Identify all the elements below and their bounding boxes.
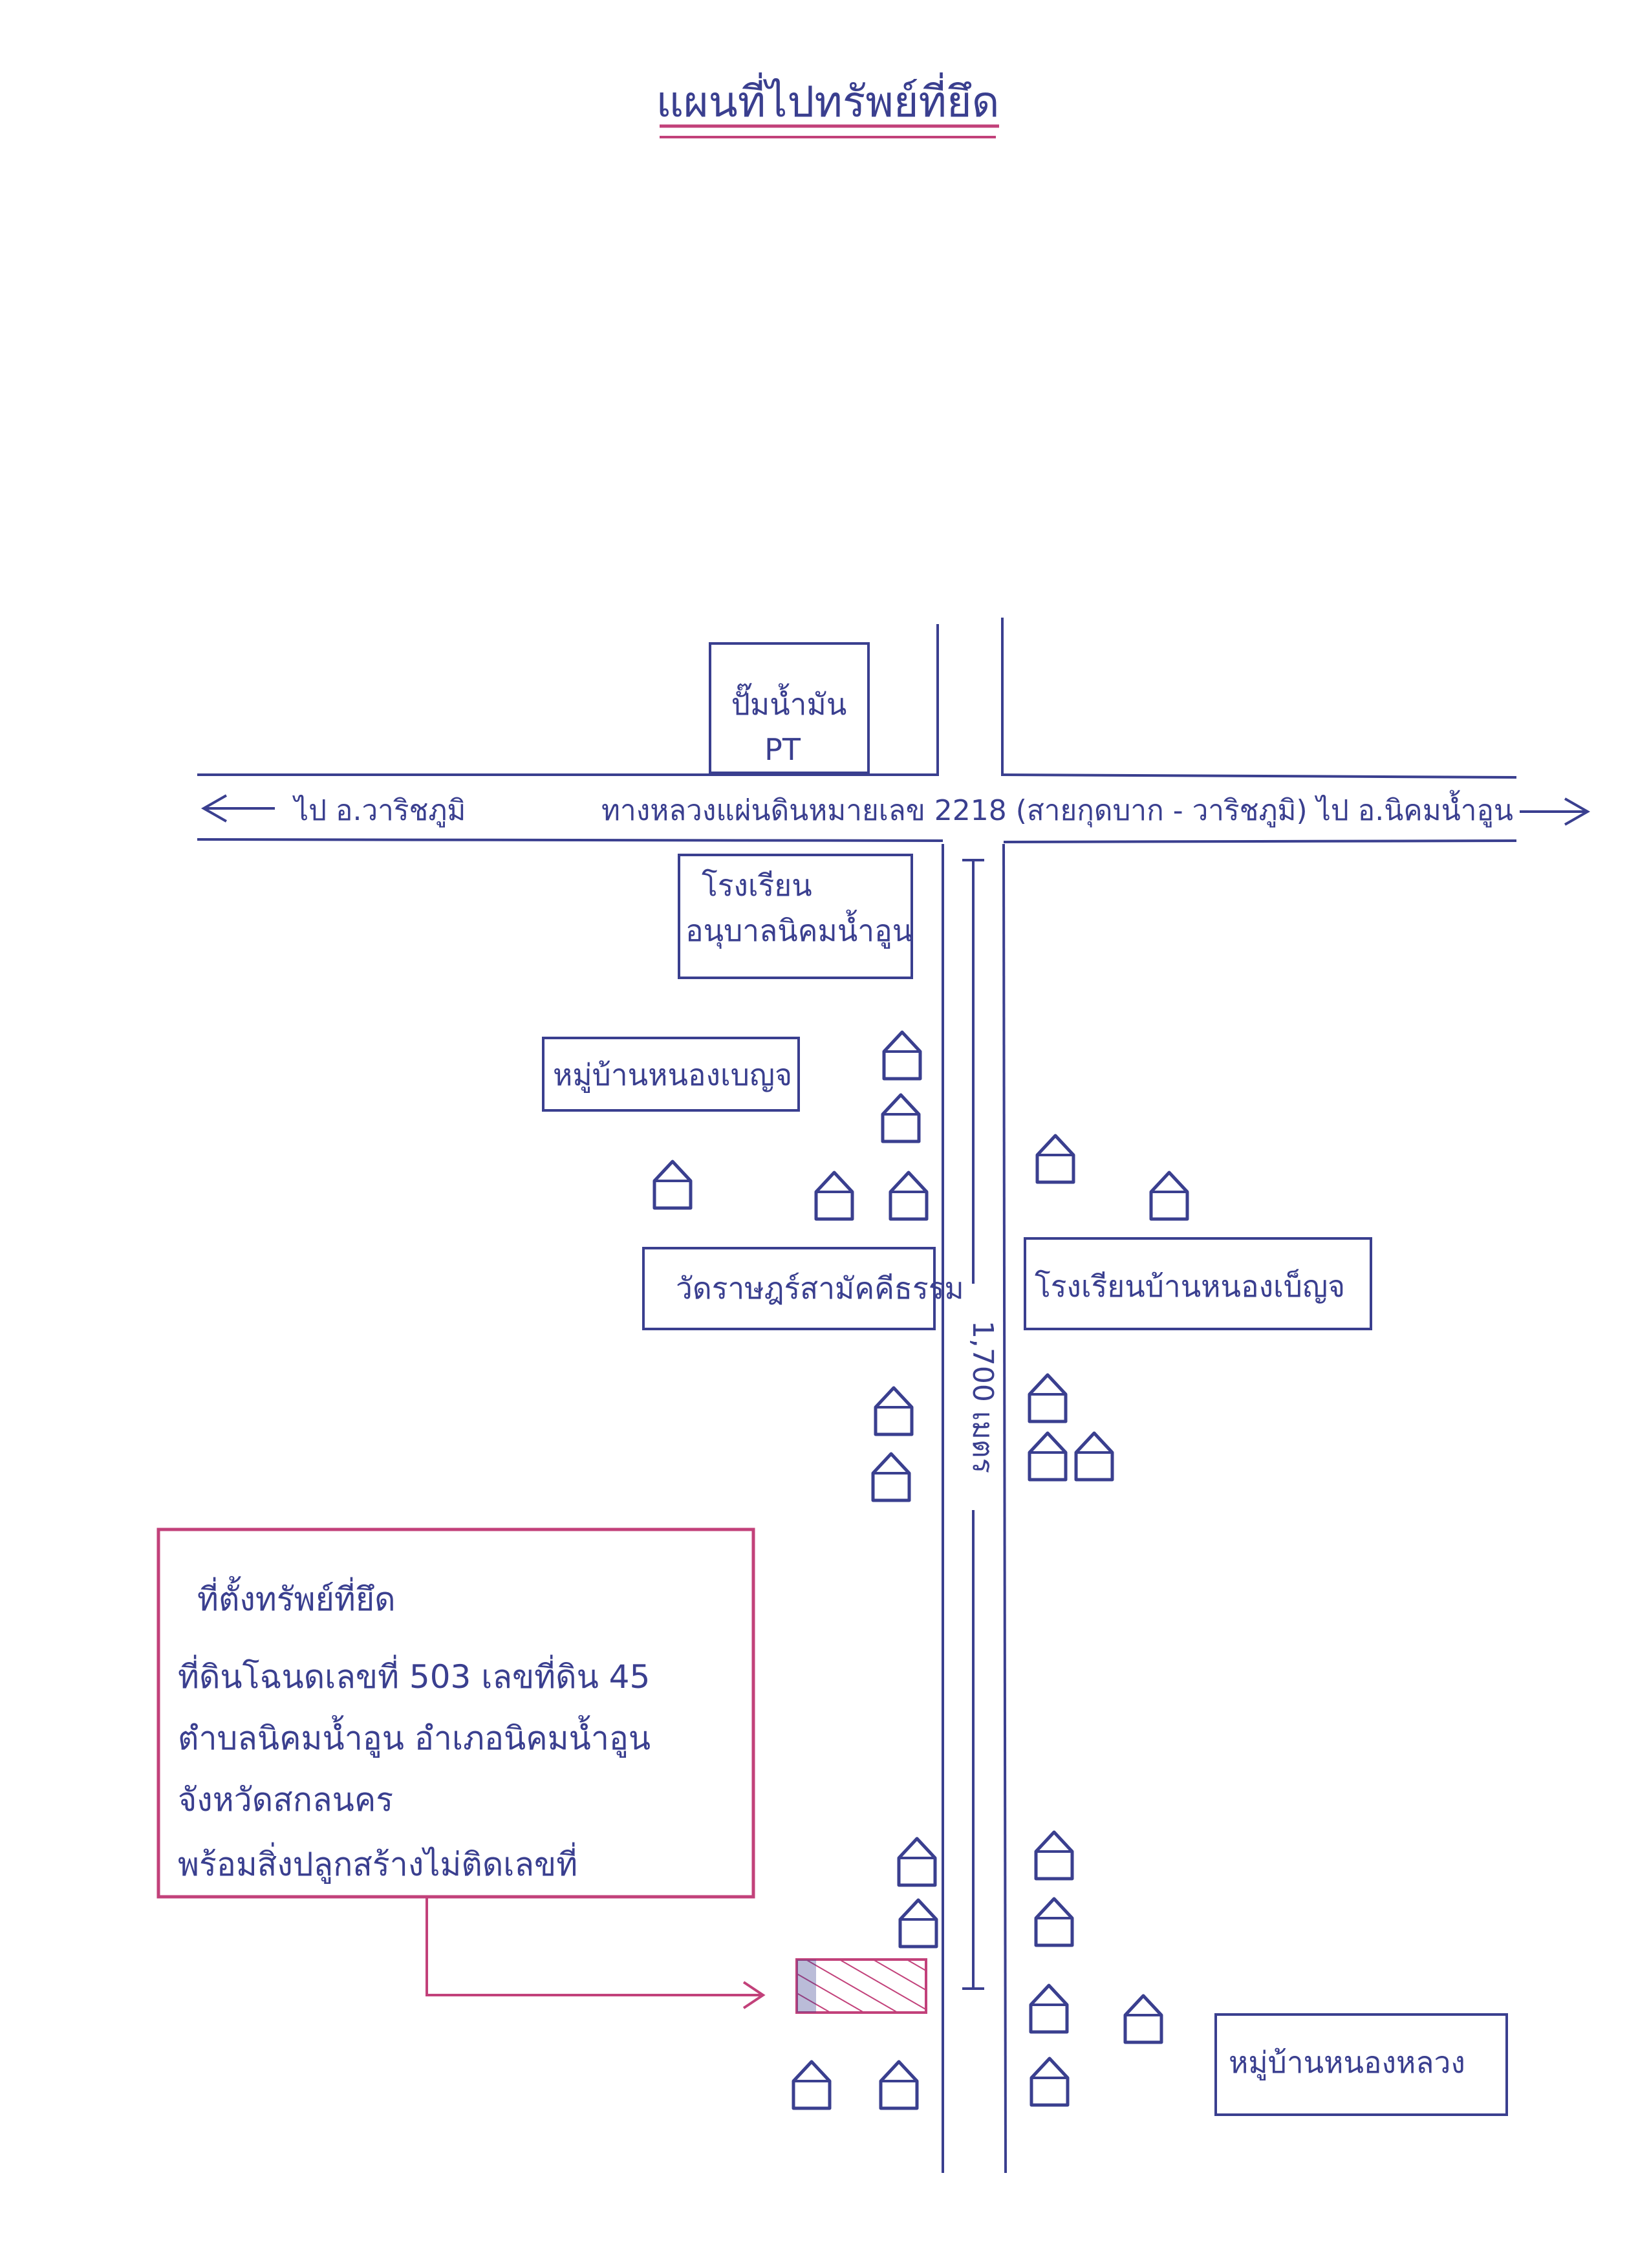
house-icon: [1151, 1172, 1187, 1219]
property-note-box: [156, 1528, 755, 1899]
seized-property-parcel: [795, 1958, 927, 2014]
house-icon: [873, 1454, 909, 1500]
temple-box: [642, 1247, 936, 1330]
property-note-line-1: ที่ดินโฉนดเลขที่ 503 เลขที่ดิน 45: [178, 1655, 650, 1696]
main-road: [197, 773, 1517, 843]
village-nong-bun-label: หมู่บ้านหนองเบญจ: [553, 1057, 792, 1093]
house-icon: [1029, 1375, 1066, 1421]
house-icon: [890, 1172, 927, 1219]
house-icon: [1037, 1136, 1073, 1182]
village-nong-bun-box: [542, 1037, 800, 1112]
school-nong-ben-label: โรงเรียนบ้านหนองเบ็ญจ: [1035, 1269, 1345, 1304]
house-icon: [1031, 2058, 1068, 2105]
gas-station-label: ปั๊มน้ำมัน: [731, 683, 847, 722]
village-nong-luang-box: [1214, 2013, 1508, 2116]
road-to-right-label: ไป อ.นิคมน้ำอูน: [1315, 790, 1513, 828]
arrow-left-icon: [200, 794, 275, 823]
house-icon: [899, 1839, 935, 1885]
kindergarten-label-1: โรงเรียน: [702, 868, 812, 903]
kindergarten-box: [678, 854, 913, 979]
house-icon: [876, 1388, 912, 1434]
distance-marker: [962, 859, 984, 1990]
property-note-heading: ที่ตั้งทรัพย์ที่ยึด: [197, 1576, 396, 1618]
house-icon: [816, 1172, 852, 1219]
house-icon: [883, 1095, 919, 1141]
road-to-left-label: ไป อ.วาริชภูมิ: [292, 794, 466, 828]
house-icon: [900, 1900, 936, 1947]
house-icon: [793, 2062, 830, 2108]
distance-label: 1,700 เมตร: [966, 1321, 999, 1473]
school-nong-ben-box: [1024, 1237, 1372, 1330]
gas-station-brand: PT: [764, 732, 801, 767]
house-icon: [1125, 1996, 1161, 2042]
map-title: แผนที่ไปทรัพย์ที่ยึด: [656, 72, 999, 127]
side-road: [936, 618, 1007, 2174]
road-name-label: ทางหลวงแผ่นดินหมายเลข 2218 (สายกุดบาก - …: [601, 794, 1308, 828]
property-note-line-4: พร้อมสิ่งปลูกสร้างไม่ติดเลขที่: [178, 1842, 577, 1884]
arrow-right-icon: [1520, 797, 1591, 826]
house-icon: [884, 1032, 920, 1079]
house-icon: [881, 2062, 917, 2108]
kindergarten-label-2: อนุบาลนิคมน้ำอูน: [685, 909, 912, 949]
house-icon: [1036, 1832, 1072, 1879]
house-icon: [654, 1161, 691, 1208]
seized-property-parcel-edge: [797, 1960, 816, 2013]
house-icon: [1029, 1433, 1066, 1480]
houses: [654, 1032, 1187, 2108]
property-note-line-2: ตำบลนิคมน้ำอูน อำเภอนิคมน้ำอูน: [178, 1715, 651, 1758]
property-pointer-arrow: [426, 1898, 766, 2009]
house-icon: [1076, 1433, 1112, 1480]
property-note-line-3: จังหวัดสกลนคร: [178, 1781, 393, 1819]
village-nong-luang-label: หมู่บ้านหนองหลวง: [1229, 2045, 1465, 2080]
house-icon: [1031, 1985, 1067, 2032]
house-icon: [1036, 1899, 1072, 1945]
temple-label: วัดราษฎร์สามัคคีธรรม: [676, 1271, 964, 1306]
gas-station-box: [709, 642, 870, 774]
